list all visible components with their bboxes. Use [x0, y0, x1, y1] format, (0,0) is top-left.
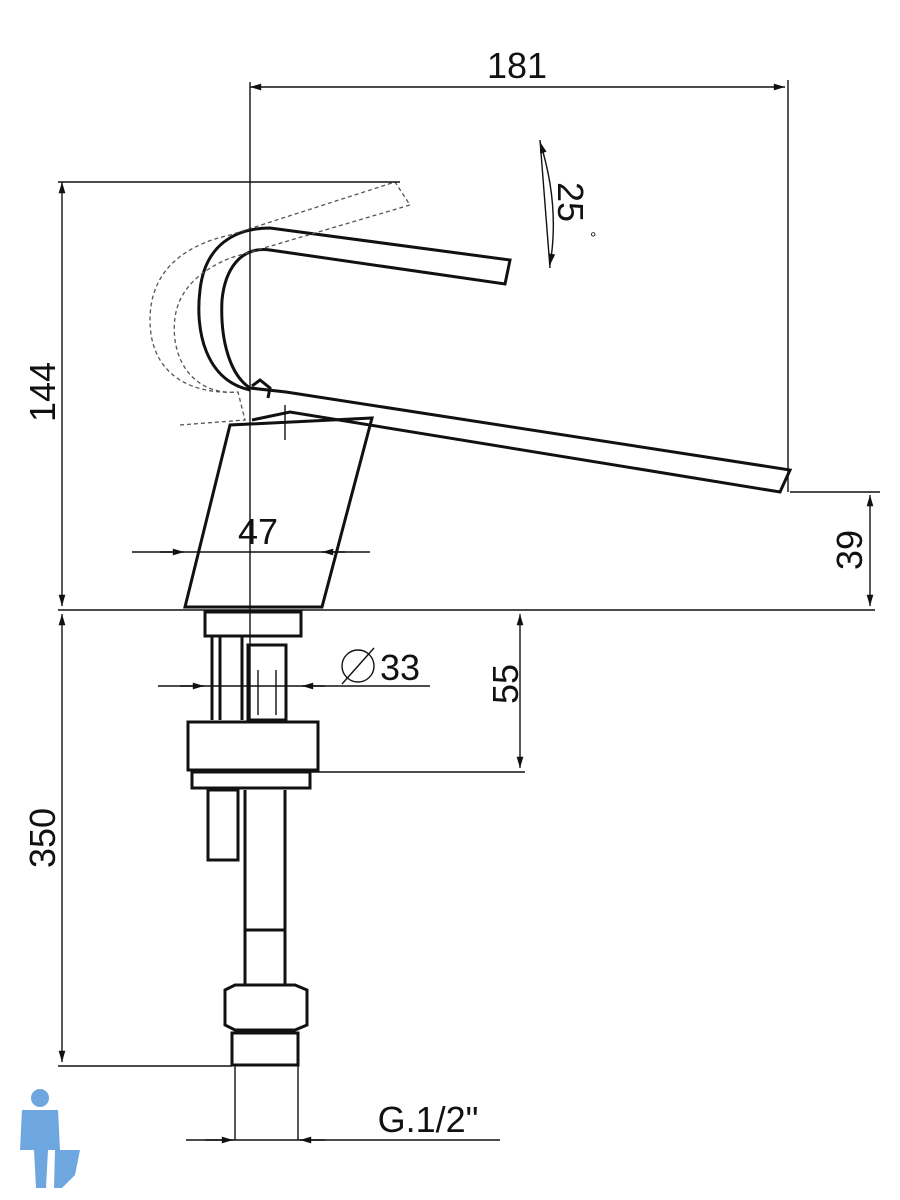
- dimension-lines: [58, 80, 880, 1144]
- dim-spout-height: 39: [829, 530, 870, 570]
- dim-connection-thread: G.1/2": [378, 1099, 479, 1140]
- tilted-lever-outline: [149, 181, 412, 426]
- faucet-body: [183, 226, 793, 609]
- dim-spout-reach: 181: [487, 45, 547, 86]
- dim-shank-length: 55: [485, 664, 526, 704]
- plumber-logo-icon: [20, 1089, 80, 1188]
- dim-tilt-angle: 25: [550, 182, 591, 222]
- dim-hole-diameter: 33: [380, 647, 420, 688]
- dim-base-width: 47: [238, 511, 278, 552]
- dim-total-height: 144: [22, 362, 63, 422]
- degree-symbol: °: [590, 230, 596, 247]
- shank-assembly: [186, 610, 320, 1140]
- dim-hose-length: 350: [22, 808, 63, 868]
